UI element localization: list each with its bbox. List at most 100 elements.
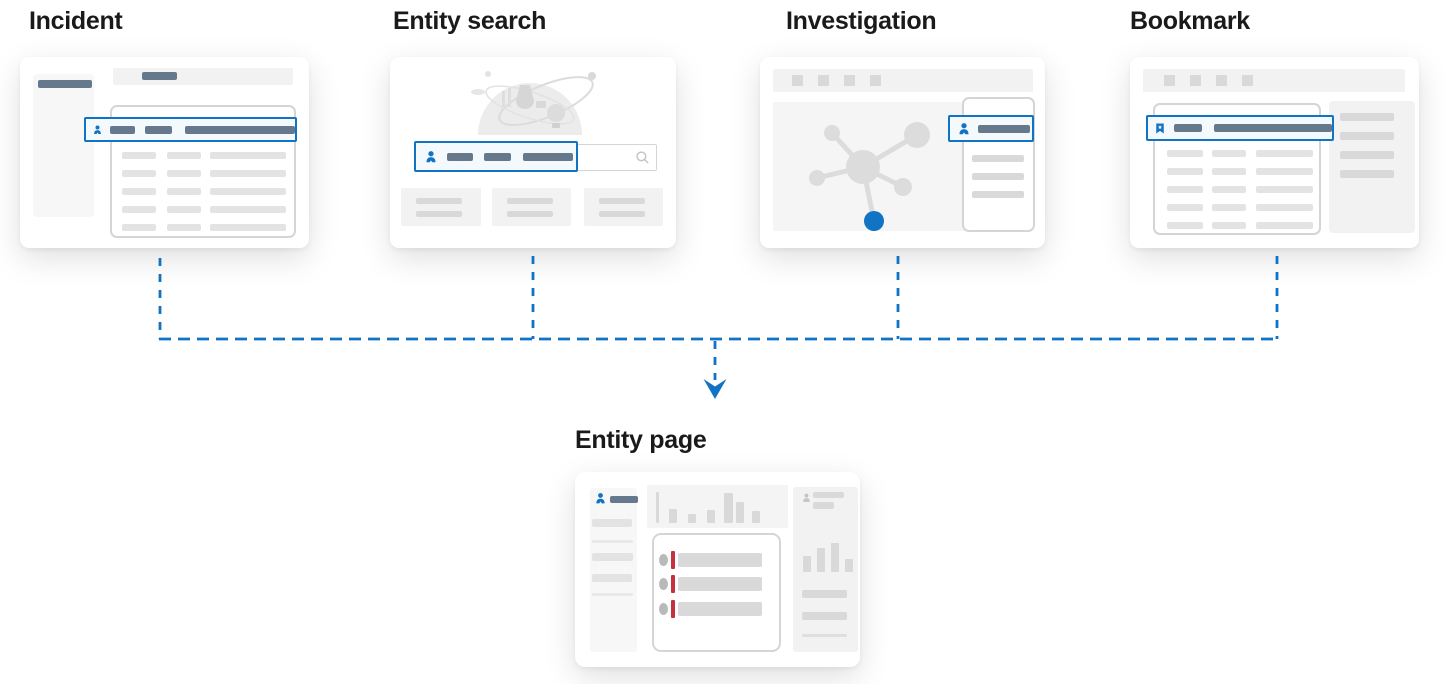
chart-bar bbox=[707, 510, 715, 523]
skeleton-bar bbox=[167, 152, 201, 159]
skeleton-bar bbox=[1212, 222, 1246, 229]
skeleton-bar bbox=[110, 125, 135, 134]
bookmark-title: Bookmark bbox=[1130, 7, 1250, 35]
severity-marker bbox=[671, 600, 675, 618]
skeleton-bar bbox=[1256, 204, 1313, 211]
entity-page-card bbox=[575, 472, 860, 667]
skeleton-bar bbox=[1212, 186, 1246, 193]
toolbar-square bbox=[844, 75, 855, 86]
search-result-tile bbox=[401, 188, 481, 226]
skeleton-bar bbox=[122, 224, 156, 231]
skeleton-bar bbox=[592, 593, 633, 596]
skeleton-bar bbox=[972, 191, 1024, 198]
skeleton-bar bbox=[142, 72, 177, 80]
skeleton-bar bbox=[122, 170, 156, 177]
toolbar-square bbox=[818, 75, 829, 86]
chart-bar bbox=[752, 511, 760, 523]
severity-marker bbox=[671, 575, 675, 593]
entity-page-insights-column bbox=[793, 487, 858, 652]
search-highlighted-entity-chip bbox=[414, 141, 578, 172]
skeleton-bar bbox=[167, 170, 201, 177]
skeleton-bar bbox=[592, 574, 632, 582]
skeleton-bar bbox=[592, 540, 633, 543]
chart-bar bbox=[724, 493, 733, 523]
bookmark-toolbar-strip bbox=[1143, 69, 1405, 92]
investigation-highlighted-entity-box bbox=[948, 115, 1034, 142]
skeleton-bar bbox=[210, 188, 286, 195]
severity-marker bbox=[671, 551, 675, 569]
graph-node-center bbox=[846, 150, 880, 184]
skeleton-bar bbox=[507, 198, 553, 204]
skeleton-bar bbox=[167, 224, 201, 231]
list-item-dot bbox=[659, 554, 668, 566]
skeleton-bar bbox=[1167, 168, 1203, 175]
skeleton-bar bbox=[802, 590, 847, 598]
skeleton-bar bbox=[1212, 204, 1246, 211]
person-icon bbox=[426, 150, 436, 162]
list-item-dot bbox=[659, 578, 668, 590]
skeleton-bar bbox=[592, 553, 633, 561]
skeleton-bar bbox=[1167, 204, 1203, 211]
incident-highlighted-entity-row bbox=[84, 117, 297, 142]
skeleton-bar bbox=[484, 152, 511, 161]
science-doodle-illustration bbox=[471, 71, 596, 135]
skeleton-bar bbox=[1167, 222, 1203, 229]
chart-bar bbox=[736, 502, 744, 523]
arrow-down-icon bbox=[703, 379, 727, 399]
incident-header-strip bbox=[113, 68, 293, 85]
search-result-tile bbox=[584, 188, 663, 226]
skeleton-bar bbox=[122, 188, 156, 195]
toolbar-square bbox=[1190, 75, 1201, 86]
chart-bar bbox=[845, 559, 853, 572]
skeleton-bar bbox=[1340, 113, 1394, 121]
skeleton-bar bbox=[167, 206, 201, 213]
skeleton-bar bbox=[678, 553, 762, 567]
skeleton-bar bbox=[1256, 222, 1313, 229]
person-icon bbox=[803, 493, 810, 502]
skeleton-bar bbox=[599, 198, 645, 204]
skeleton-bar bbox=[38, 80, 92, 88]
entity-search-title: Entity search bbox=[393, 7, 547, 35]
skeleton-bar bbox=[145, 125, 172, 134]
graph-node bbox=[809, 170, 825, 186]
skeleton-bar bbox=[416, 211, 462, 217]
skeleton-bar bbox=[210, 206, 286, 213]
skeleton-bar bbox=[1174, 124, 1202, 132]
investigation-toolbar-strip bbox=[773, 69, 1033, 92]
incident-title: Incident bbox=[29, 7, 123, 35]
entity-page-timeline-chart bbox=[647, 485, 788, 528]
person-icon bbox=[596, 493, 605, 504]
skeleton-bar bbox=[678, 577, 762, 591]
skeleton-bar bbox=[678, 602, 762, 616]
skeleton-bar bbox=[1256, 150, 1313, 157]
skeleton-bar bbox=[185, 125, 295, 134]
bookmark-highlighted-row bbox=[1146, 115, 1334, 141]
chart-bar bbox=[803, 556, 811, 572]
skeleton-bar bbox=[507, 211, 553, 217]
skeleton-bar bbox=[972, 155, 1024, 162]
skeleton-bar bbox=[813, 502, 834, 509]
bookmark-card bbox=[1130, 57, 1419, 248]
skeleton-bar bbox=[599, 211, 645, 217]
bookmark-side-panel bbox=[1329, 101, 1415, 233]
skeleton-bar bbox=[813, 492, 844, 498]
skeleton-bar bbox=[416, 198, 462, 204]
skeleton-bar bbox=[1256, 186, 1313, 193]
incident-sidebar-skeleton bbox=[33, 74, 94, 217]
skeleton-bar bbox=[1167, 186, 1203, 193]
toolbar-square bbox=[1216, 75, 1227, 86]
chart-axis bbox=[656, 492, 659, 523]
skeleton-bar bbox=[210, 170, 286, 177]
skeleton-bar bbox=[1167, 150, 1203, 157]
skeleton-bar bbox=[978, 124, 1030, 133]
graph-node bbox=[824, 125, 840, 141]
skeleton-bar bbox=[1340, 170, 1394, 178]
entity-page-left-column bbox=[590, 488, 637, 652]
toolbar-square bbox=[1242, 75, 1253, 86]
investigation-graph bbox=[809, 122, 930, 231]
entity-page-title: Entity page bbox=[575, 426, 707, 454]
entity-search-card bbox=[390, 57, 676, 248]
toolbar-square bbox=[870, 75, 881, 86]
skeleton-bar bbox=[1214, 124, 1332, 132]
